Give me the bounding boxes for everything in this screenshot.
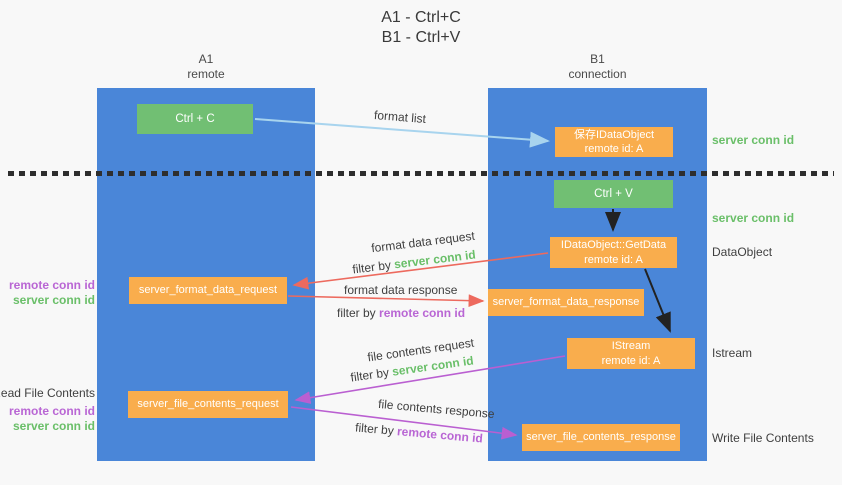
ctrl-v-label: Ctrl + V (594, 188, 633, 200)
getdata-node: IDataObject::GetData remote id: A (550, 237, 677, 268)
server-file-contents-response-node: server_file_contents_response (522, 424, 680, 451)
filter-by-remote-conn-id-2: filter by remote conn id (355, 420, 484, 445)
ctrl-v-key-node: Ctrl + V (554, 180, 673, 208)
server-format-data-response-node: server_format_data_response (488, 289, 644, 316)
file-request-server-conn-id: server conn id (12, 419, 95, 433)
file-contents-response-label: file contents response (377, 396, 496, 422)
lifeline-header-a1: A1 remote (97, 52, 315, 82)
lifeline-b1-name: B1 (590, 52, 605, 66)
server-file-contents-request-label: server_file_contents_request (137, 398, 279, 411)
filter-by-text: filter by (354, 420, 395, 438)
getdata-line2: remote id: A (584, 253, 643, 266)
filter-by-server-conn-id-1: filter by server conn id (352, 247, 477, 276)
server-conn-id-note-mid: server conn id (712, 211, 795, 225)
remote-conn-id-text: remote conn id (379, 306, 466, 320)
machine-boundary-dashed-line (8, 171, 834, 176)
format-list-label: format list (373, 107, 427, 127)
lifeline-a1-name: A1 (198, 52, 214, 66)
save-idataobject-line2: remote id: A (584, 143, 644, 155)
filter-by-text: filter by (349, 365, 390, 385)
filter-by-text: filter by (337, 306, 376, 320)
save-idataobject-line1: 保存IDataObject (573, 128, 655, 141)
remote-conn-id-text: remote conn id (396, 424, 484, 446)
save-idataobject-node: 保存IDataObject remote id: A (555, 127, 673, 157)
server-format-data-request-label: server_format_data_request (138, 284, 278, 297)
ctrl-c-key-node: Ctrl + C (137, 104, 253, 134)
istream-line1: IStream (611, 340, 651, 353)
file-request-conn-ids: remote conn id server conn id (9, 404, 95, 434)
dataobject-note: DataObject (712, 245, 773, 259)
title-line-1: A1 - Ctrl+C (381, 9, 461, 26)
istream-line2: remote id: A (601, 354, 661, 367)
write-file-contents-note: Write File Contents (712, 431, 814, 445)
filter-by-remote-conn-id-1: filter by remote conn id (337, 306, 465, 320)
filter-by-text: filter by (351, 257, 392, 277)
ctrl-c-label: Ctrl + C (175, 113, 215, 125)
server-file-contents-response-label: server_file_contents_response (526, 431, 676, 444)
lifeline-a1-subtitle: remote (187, 67, 225, 81)
istream-node: IStream remote id: A (567, 338, 695, 369)
lifeline-b1-subtitle: connection (568, 67, 627, 81)
server-conn-id-note-top: server conn id (712, 133, 795, 147)
server-format-data-request-node: server_format_data_request (129, 277, 287, 304)
format-request-remote-conn-id: remote conn id (8, 278, 95, 292)
istream-note: Istream (712, 346, 753, 360)
file-request-remote-conn-id: remote conn id (8, 404, 95, 418)
diagram-title: A1 - Ctrl+C B1 - Ctrl+V (0, 8, 842, 48)
format-request-server-conn-id: server conn id (12, 293, 95, 307)
format-request-conn-ids: remote conn id server conn id (9, 278, 95, 308)
read-file-contents-note: Read File Contents (0, 386, 95, 400)
title-line-2: B1 - Ctrl+V (381, 29, 461, 46)
format-data-response-label: format data response (344, 283, 458, 297)
lifeline-header-b1: B1 connection (488, 52, 707, 82)
getdata-line1: IDataObject::GetData (560, 239, 667, 252)
server-format-data-response-label: server_format_data_response (492, 296, 640, 309)
server-file-contents-request-node: server_file_contents_request (128, 391, 288, 418)
